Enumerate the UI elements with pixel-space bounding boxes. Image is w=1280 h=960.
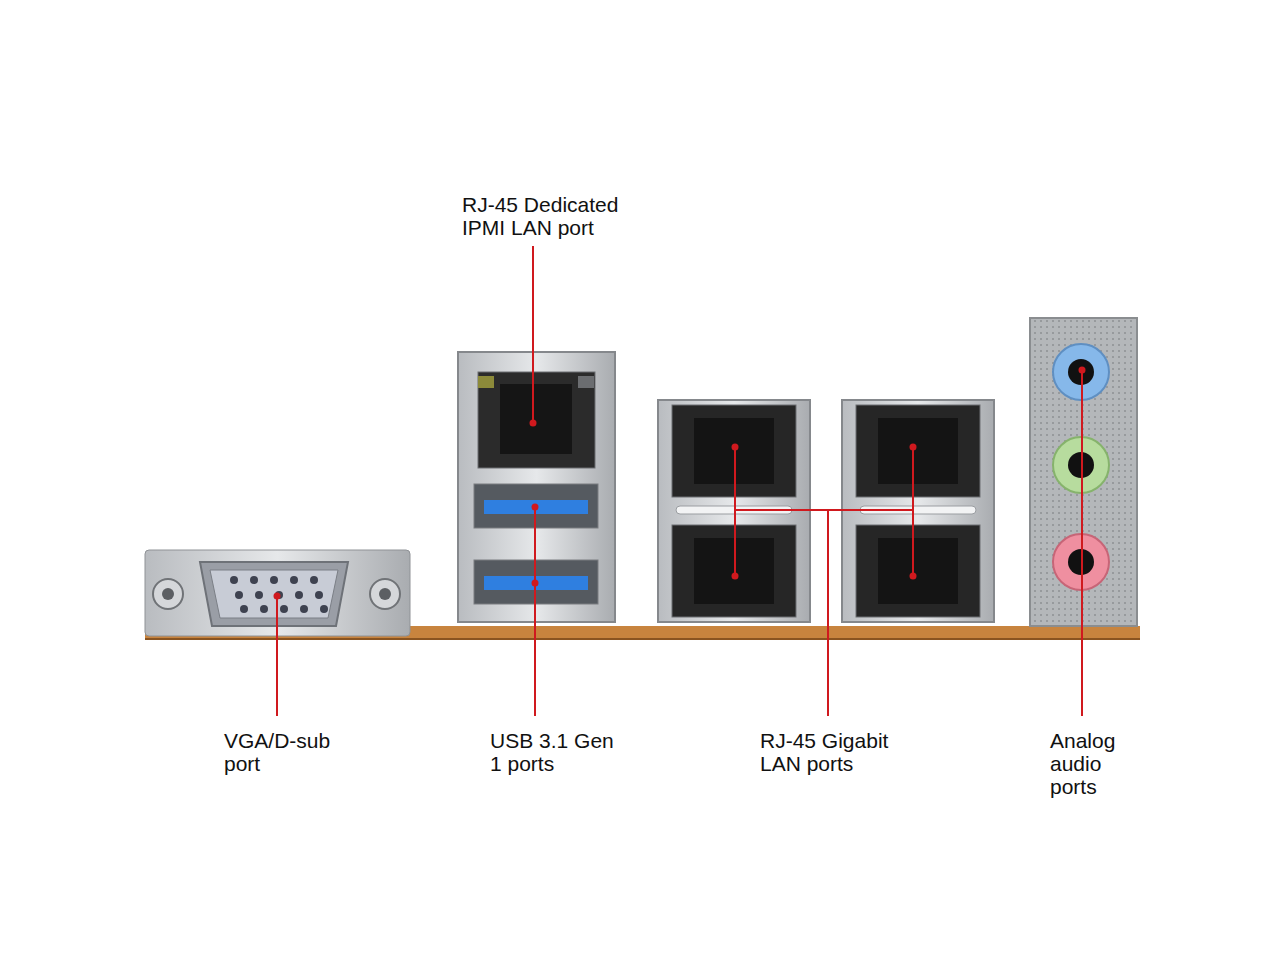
leader-line: [827, 510, 829, 716]
vga-screw-hole: [162, 588, 174, 600]
leader-dot: [1079, 367, 1086, 374]
leader-dot: [530, 420, 537, 427]
vga-insert: [210, 570, 338, 618]
leader-line: [734, 447, 736, 576]
leader-dot: [910, 444, 917, 451]
stack-shell: [458, 352, 615, 622]
rj45-cavity: [500, 384, 572, 454]
rj45-cavity: [878, 418, 958, 484]
leader-dot: [910, 573, 917, 580]
leader-dot: [732, 444, 739, 451]
leader-dots: [274, 367, 1086, 600]
ipmi-usb-stack: [458, 352, 615, 622]
leader-line: [276, 596, 278, 716]
rj45-cavity: [878, 538, 958, 604]
audio-plate: [1030, 318, 1137, 626]
led: [578, 376, 594, 388]
callout-label: Analog audio ports: [1050, 729, 1132, 798]
callout-label: RJ-45 Gigabit LAN ports: [760, 729, 915, 775]
rj45-opening: [856, 405, 980, 497]
leader-dot: [732, 573, 739, 580]
rj45-opening: [856, 525, 980, 617]
leader-dot: [532, 504, 539, 511]
led: [478, 376, 494, 388]
callout-label: USB 3.1 Gen 1 ports: [490, 729, 615, 775]
rj45-opening: [478, 372, 595, 468]
leader-dot: [274, 593, 281, 600]
vga-pins: [230, 576, 328, 613]
vga-screw-hole: [379, 588, 391, 600]
leader-line: [532, 246, 534, 423]
callout-label: VGA/D-sub port: [224, 729, 339, 775]
leader-dot: [532, 580, 539, 587]
leader-line: [534, 507, 536, 716]
audio-panel: [1030, 318, 1137, 626]
pcb-edge-shadow: [145, 638, 1140, 640]
leader-lines: [277, 246, 1082, 716]
vga-shell: [200, 562, 348, 626]
leader-line: [1081, 370, 1083, 716]
vga-screw: [153, 579, 183, 609]
callout-label: RJ-45 Dedicated IPMI LAN port: [462, 193, 647, 239]
vga-screw: [370, 579, 400, 609]
leader-line: [735, 509, 913, 511]
leader-line: [912, 447, 914, 576]
